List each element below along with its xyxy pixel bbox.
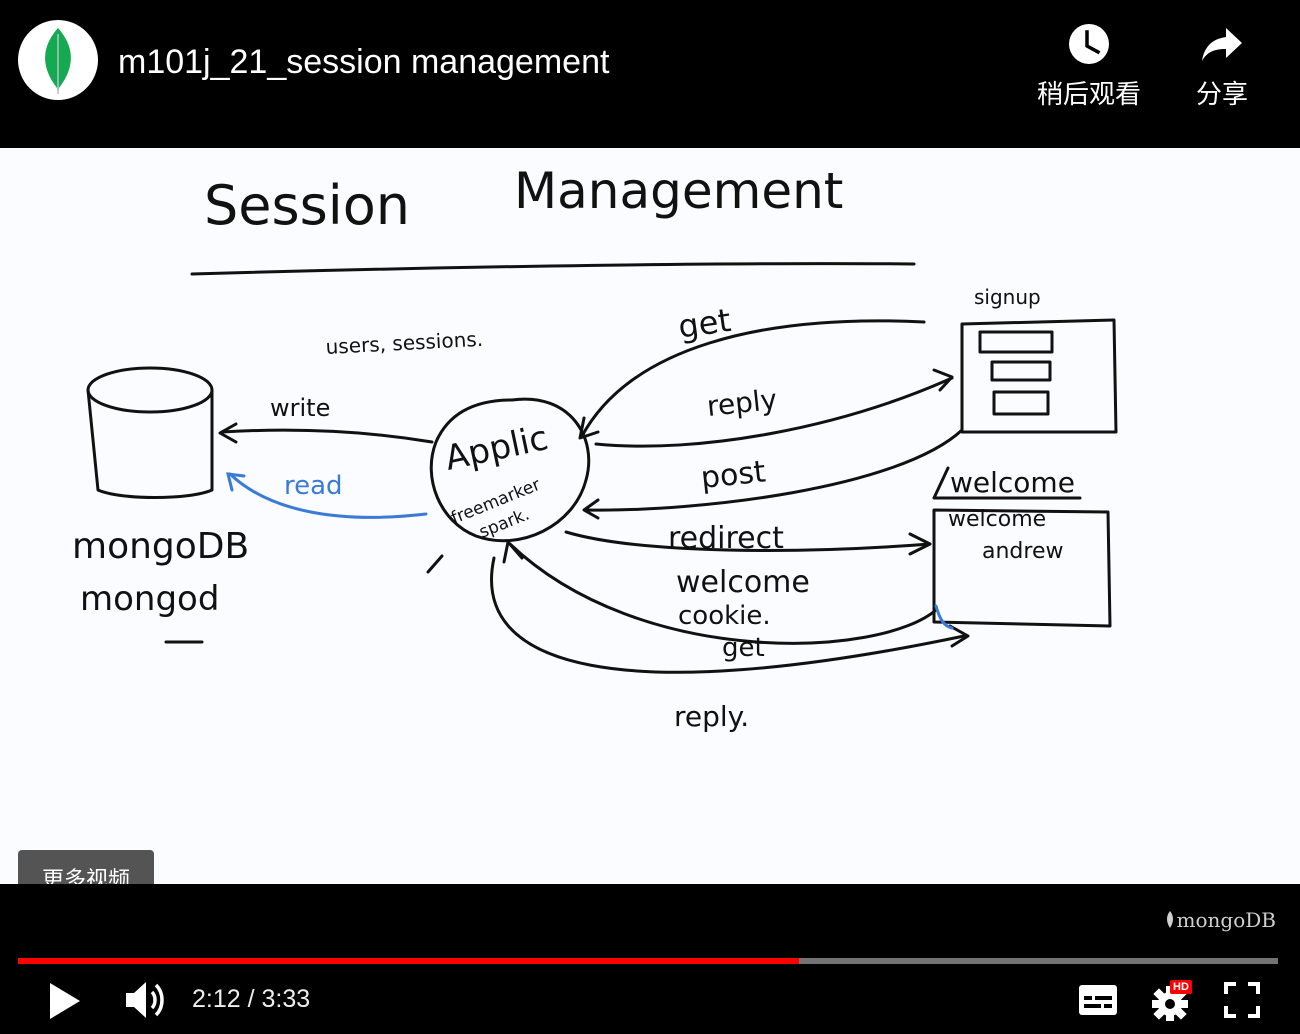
get-two-arrow bbox=[508, 542, 938, 645]
channel-avatar[interactable] bbox=[18, 20, 98, 100]
watch-later-button[interactable]: 稍后观看 bbox=[1024, 22, 1154, 122]
cookie-label: cookie. bbox=[678, 601, 771, 631]
blue-mark bbox=[934, 604, 954, 630]
top-bar: m101j_21_session management 稍后观看 分享 bbox=[0, 0, 1300, 148]
post-arrowhead bbox=[582, 498, 600, 520]
application-label: Applic bbox=[442, 418, 552, 479]
subtitles-icon bbox=[1079, 985, 1117, 1015]
clock-icon bbox=[1069, 24, 1109, 64]
title-session: Session bbox=[204, 174, 410, 237]
get-two-arrowhead bbox=[502, 540, 524, 564]
video-title[interactable]: m101j_21_session management bbox=[118, 43, 610, 81]
signup-form-box bbox=[960, 318, 1118, 434]
get-label: get bbox=[676, 301, 733, 346]
reply-two-arrow bbox=[490, 556, 966, 674]
subtitles-button[interactable] bbox=[1078, 984, 1118, 1016]
andrew-label: andrew bbox=[982, 539, 1063, 564]
share-label: 分享 bbox=[1195, 80, 1248, 110]
read-arrow bbox=[228, 472, 428, 519]
read-arrowhead bbox=[226, 472, 246, 492]
progress-bar[interactable] bbox=[18, 958, 1278, 964]
video-frame[interactable]: Session Management users, sessions. writ… bbox=[0, 148, 1300, 884]
settings-button[interactable]: HD bbox=[1150, 980, 1198, 1021]
welcome-box-label: welcome bbox=[948, 507, 1046, 532]
mongodb-label: mongoDB bbox=[72, 526, 249, 567]
welcome-label: welcome bbox=[676, 565, 810, 600]
watermark-text: mongoDB bbox=[1176, 908, 1276, 932]
post-label: post bbox=[699, 454, 767, 496]
time-display: 2:12 / 3:33 bbox=[192, 985, 311, 1013]
read-label: read bbox=[284, 471, 343, 501]
share-arrow-icon bbox=[1202, 28, 1242, 61]
fullscreen-icon bbox=[1224, 982, 1260, 1018]
write-arrowhead bbox=[218, 422, 238, 444]
get-arrow bbox=[580, 319, 926, 438]
redirect-arrow bbox=[564, 530, 932, 552]
title-management: Management bbox=[514, 162, 843, 220]
reply-arrow bbox=[594, 376, 954, 448]
reply-two-label: reply. bbox=[674, 700, 749, 733]
volume-button[interactable] bbox=[122, 979, 168, 1021]
users-sessions-label: users, sessions. bbox=[325, 327, 484, 359]
title-underline bbox=[190, 262, 916, 276]
more-videos-button[interactable]: 更多视频 bbox=[18, 850, 154, 884]
write-arrow bbox=[220, 428, 434, 444]
welcome-title-stroke bbox=[932, 466, 1082, 500]
share-button[interactable]: 分享 bbox=[1157, 22, 1287, 122]
mongod-label: mongod bbox=[80, 579, 219, 619]
post-arrow bbox=[584, 428, 964, 512]
welcome-page-box bbox=[932, 508, 1112, 628]
play-icon bbox=[50, 983, 80, 1019]
control-bar: mongoDB 2:12 / 3:33 bbox=[0, 884, 1300, 1034]
whiteboard-drawing: Session Management users, sessions. writ… bbox=[72, 162, 1118, 733]
database-cylinder bbox=[86, 366, 214, 499]
more-videos-label: 更多视频 bbox=[41, 868, 130, 884]
mongodb-leaf-icon bbox=[45, 28, 71, 94]
mongodb-leaf-icon bbox=[1166, 911, 1173, 928]
redirect-label: redirect bbox=[668, 521, 784, 556]
watch-later-label: 稍后观看 bbox=[1036, 80, 1141, 110]
fullscreen-button[interactable] bbox=[1224, 982, 1260, 1018]
reply-arrowhead bbox=[932, 368, 954, 392]
reply-two-arrowhead bbox=[948, 624, 970, 648]
write-label: write bbox=[270, 394, 330, 422]
reply-label: reply bbox=[705, 383, 778, 423]
volume-icon bbox=[126, 982, 164, 1018]
signup-label: signup bbox=[974, 285, 1041, 309]
redirect-arrowhead bbox=[908, 532, 932, 556]
stray-stroke bbox=[426, 554, 444, 574]
get-arrowhead bbox=[578, 416, 600, 440]
play-button[interactable] bbox=[44, 981, 84, 1021]
get-two-label: get bbox=[722, 633, 765, 663]
mongodb-watermark: mongoDB bbox=[1165, 908, 1276, 932]
welcome-top-label: welcome bbox=[950, 466, 1075, 499]
hd-badge: HD bbox=[1170, 980, 1192, 994]
progress-played bbox=[18, 958, 799, 964]
